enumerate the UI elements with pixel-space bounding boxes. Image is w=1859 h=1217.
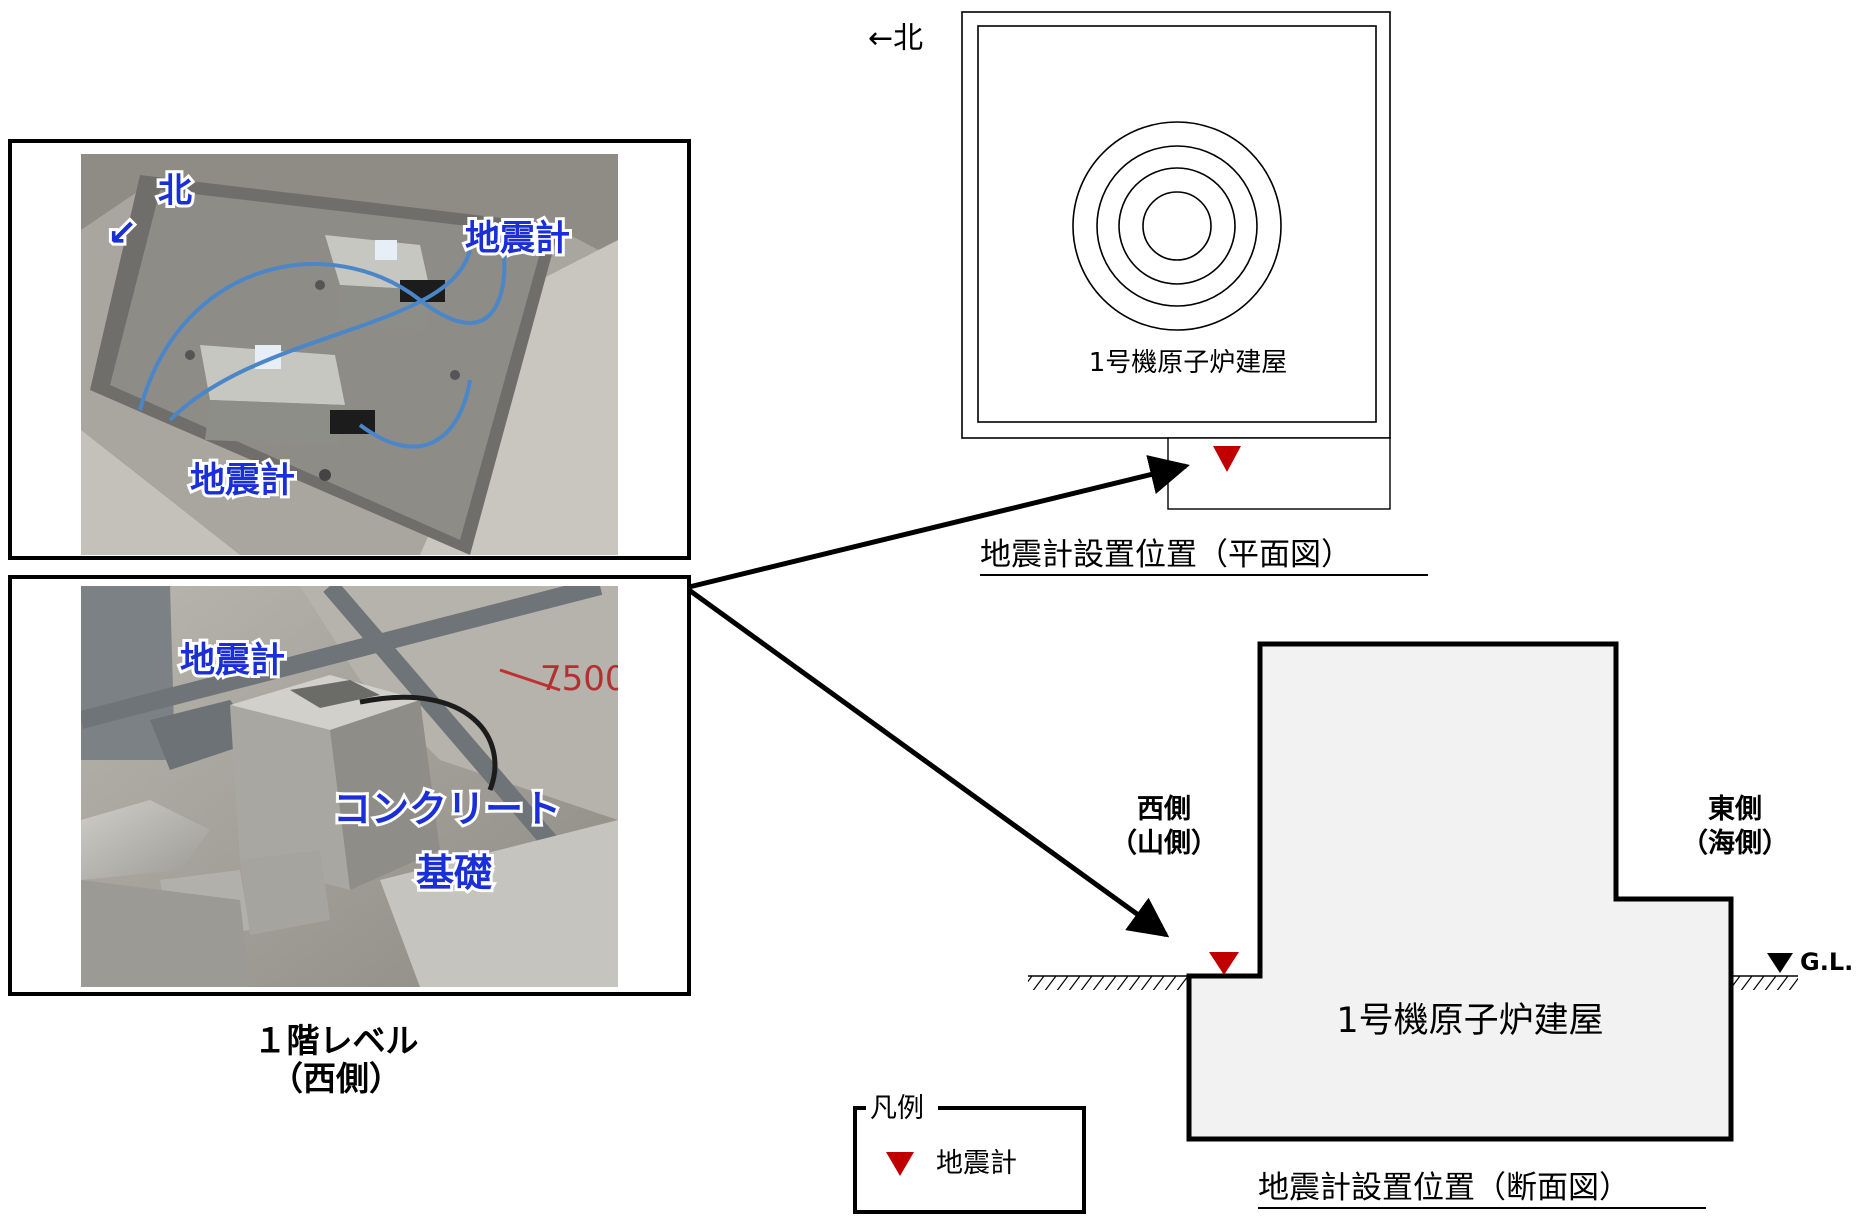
plan-building-label: 1号機原子炉建屋 [1089, 348, 1288, 378]
section-east-label-line2: （海側） [1681, 828, 1789, 859]
section-ground-line [1028, 975, 1798, 990]
arrow-to-plan [688, 455, 1190, 590]
section-seismometer-marker [1209, 952, 1239, 975]
plan-annex [1167, 437, 1391, 510]
arrow-to-section [687, 587, 1170, 938]
gl-marker-icon [1767, 953, 1793, 973]
north-arrow-photo: ↙ [107, 213, 137, 254]
north-label-photo: 北 [158, 171, 192, 211]
plan-caption: 地震計設置位置（平面図） [980, 537, 1352, 573]
section-caption: 地震計設置位置（断面図） [1258, 1170, 1630, 1206]
legend-seismometer-marker [886, 1152, 914, 1176]
photo-caption-line1: １階レベル [254, 1021, 419, 1060]
svg-text:7500: 7500 [540, 659, 627, 699]
section-west-label-line2: （山側） [1110, 828, 1218, 859]
bottom-photo: 7500 地震計 コンクリート 基礎 [81, 586, 627, 987]
seismometer-label-top-2: 地震計 [190, 461, 295, 501]
top-photo: 北 ↙ 地震計 地震計 [81, 154, 618, 555]
plan-seismometer-marker [1213, 446, 1241, 472]
seismometer-label-top-1: 地震計 [465, 219, 570, 259]
legend-item-label: 地震計 [936, 1148, 1017, 1179]
legend-title: 凡例 [870, 1093, 924, 1124]
plan-view-building [961, 11, 1391, 439]
plan-north-indicator: ←北 [868, 21, 923, 56]
photo-caption-line2: （西側） [270, 1059, 402, 1098]
section-gl-label: G.L. [1800, 948, 1853, 976]
section-building-label: 1号機原子炉建屋 [1336, 1001, 1603, 1041]
foundation-label-line2: 基礎 [416, 851, 492, 895]
foundation-label-line1: コンクリート [333, 787, 561, 831]
legend-box [853, 1094, 1086, 1214]
section-east-label-line1: 東側 [1708, 794, 1762, 825]
section-building [1186, 641, 1734, 1142]
seismometer-label-bottom: 地震計 [180, 641, 285, 681]
section-west-label-line1: 西側 [1137, 794, 1191, 825]
